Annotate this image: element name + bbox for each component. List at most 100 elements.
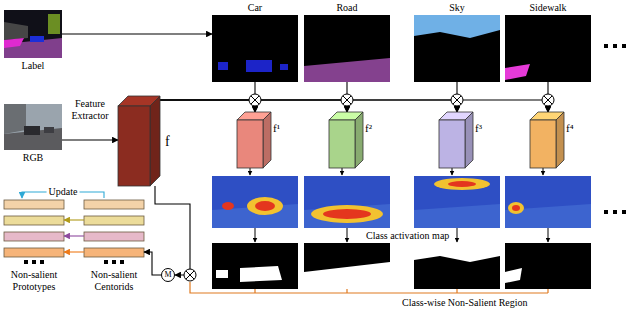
prototype-bar (4, 200, 64, 209)
class-feature-cube: f³ (439, 112, 473, 168)
centroid-bar (84, 216, 144, 225)
multiply-symbol (249, 94, 261, 106)
node-label: Non-salient Prototypes (0, 269, 68, 293)
caption-label: Class-wise Non-Salient Region (400, 297, 530, 309)
multiply-symbol (186, 271, 194, 279)
cube-side (263, 112, 271, 168)
class-feature-cube: f¹ (237, 112, 271, 168)
label-car (30, 36, 44, 42)
node-label: Non-salient Centorids (80, 269, 148, 293)
flow-arrow (543, 168, 544, 175)
mask-road-region (304, 58, 390, 82)
region-image (505, 243, 591, 289)
mask-op-circle: M (161, 268, 175, 282)
region-image (212, 243, 298, 289)
region-image (414, 243, 500, 289)
flow-arrow (347, 228, 348, 242)
node-label: Label (4, 60, 62, 72)
multiply-symbol (184, 269, 196, 281)
flow-arrow (250, 168, 251, 175)
prototype-stack: Non-salient Prototypes (4, 198, 64, 266)
prototype-bar (4, 216, 64, 225)
connector (144, 252, 161, 275)
ellipsis-mark (40, 260, 44, 264)
node-label: f³ (475, 122, 482, 135)
multiply-symbol (544, 96, 552, 104)
node-label: Road (304, 2, 390, 14)
multiply-symbol (251, 96, 259, 104)
image-node: Label (4, 10, 62, 58)
node-label: Sky (414, 2, 500, 14)
region-image (304, 243, 390, 289)
class-mask: Sidewalk (505, 15, 591, 82)
image-node: RGB (4, 104, 62, 150)
connector (160, 100, 548, 112)
cam-hot (311, 205, 383, 223)
cam-hot (434, 178, 490, 190)
cube-outline (530, 112, 564, 168)
connector (160, 100, 457, 112)
cube-outline (237, 112, 271, 168)
ellipsis-mark (604, 210, 608, 214)
cube-front (329, 120, 355, 168)
connector (64, 235, 84, 236)
connector (155, 186, 190, 275)
cube-front (530, 120, 556, 168)
region-white (304, 262, 390, 289)
connector (62, 139, 118, 140)
class-feature-cube: f² (329, 112, 363, 168)
cube-outline (329, 112, 363, 168)
multiply-symbol (542, 94, 554, 106)
ellipsis-mark (613, 44, 617, 48)
class-feature-cube: f⁴ (530, 112, 564, 168)
mask-car-region (246, 60, 272, 72)
multiply-symbol (451, 94, 463, 106)
flow-arrow (452, 168, 453, 175)
connector (64, 219, 84, 220)
multiply-symbol (184, 269, 196, 281)
label-vegetation (48, 14, 60, 34)
cube-side (150, 96, 160, 186)
mask-image (304, 15, 390, 82)
connector (64, 251, 84, 252)
region-white (414, 243, 500, 262)
label-sidewalk (4, 38, 24, 48)
cam-image (414, 176, 500, 228)
label-image (4, 10, 62, 58)
mask-car-region (280, 64, 288, 70)
ellipsis-mark (622, 210, 626, 214)
node-label: Sidewalk (505, 2, 591, 14)
class-mask: Sky (414, 15, 500, 82)
cube-outline (118, 96, 160, 186)
class-mask: Road (304, 15, 390, 82)
cam-ground (304, 204, 390, 228)
mask-sky-region (414, 15, 500, 38)
ellipsis-mark (24, 260, 28, 264)
region-white (240, 266, 282, 282)
cam-hot (448, 181, 476, 187)
node-label: f² (365, 122, 372, 135)
node-label: Car (212, 2, 298, 14)
node-label: Feature Extractor (66, 98, 114, 122)
cam-hot (222, 202, 234, 210)
ellipsis-mark (120, 260, 124, 264)
cube-side (465, 112, 473, 168)
mask-sidewalk-region (505, 64, 530, 80)
cam-ground (505, 204, 591, 228)
multiply-symbol (453, 96, 461, 104)
flow-arrow (457, 228, 458, 242)
region-white (216, 270, 228, 278)
flow-arrow (255, 228, 256, 242)
cam-image (505, 176, 591, 228)
multiply-symbol (542, 94, 554, 106)
mask-image (212, 15, 298, 82)
feature-cube: Feature Extractorf (118, 96, 160, 186)
cube-outline (439, 112, 473, 168)
ellipsis-mark (613, 210, 617, 214)
region-white (505, 268, 522, 283)
ellipsis-mark (622, 44, 626, 48)
node-label: f¹ (273, 122, 280, 135)
cube-front (237, 120, 263, 168)
class-mask: Car (212, 15, 298, 82)
label-building (4, 22, 28, 40)
